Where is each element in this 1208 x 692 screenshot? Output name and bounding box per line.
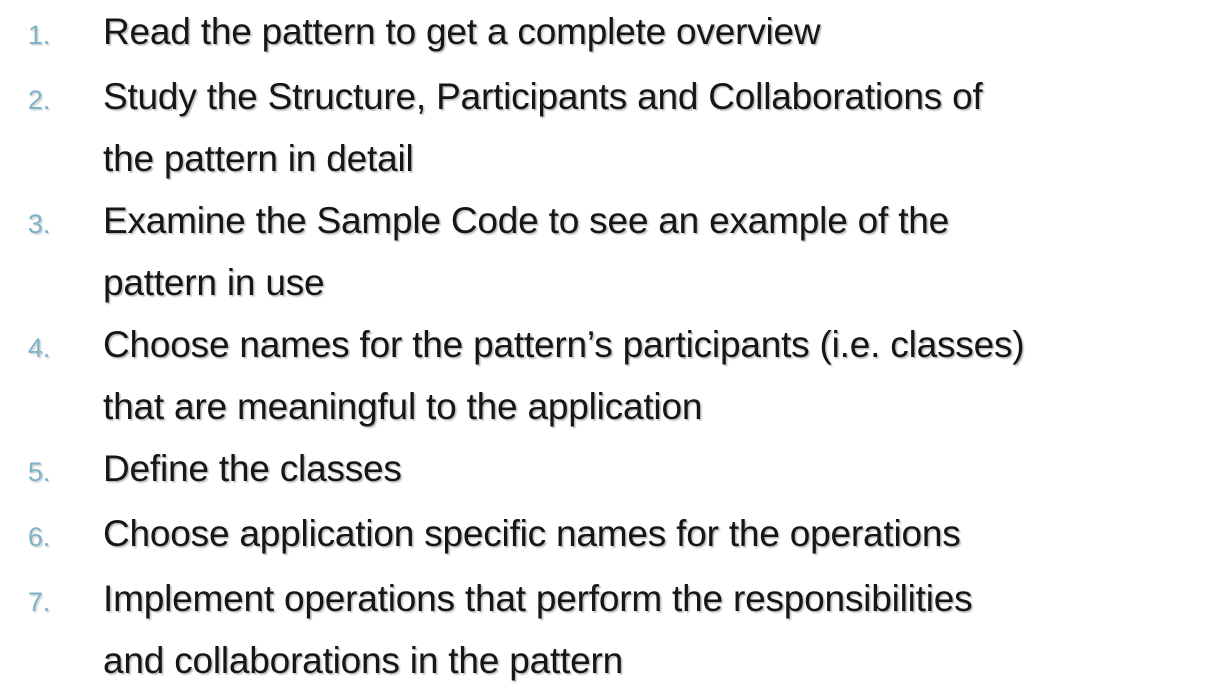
list-item-text: Choose names for the pattern’s participa…: [103, 324, 1025, 427]
list-item-1: 1. Read the pattern to get a complete ove…: [0, 1, 1208, 66]
list-item-number: 7.: [27, 587, 50, 617]
list-item-6: 6. Choose application specific names for …: [0, 503, 1208, 568]
list-item-number: 3.: [27, 209, 50, 239]
list-item-number: 5.: [27, 457, 50, 487]
list-item-number: 6.: [27, 522, 50, 552]
list-item-3: 3. Examine the Sample Code to see an exam…: [0, 190, 1208, 314]
list-item-2: 2. Study the Structure, Participants and …: [0, 66, 1208, 190]
list-item-7: 7. Implement operations that perform the …: [0, 568, 1208, 692]
list-item-number: 4.: [27, 333, 50, 363]
list-item-text: Read the pattern to get a complete overv…: [103, 11, 821, 52]
list-item-text: Study the Structure, Participants and Co…: [103, 76, 983, 179]
list-item-4: 4. Choose names for the pattern’s partici…: [0, 314, 1208, 438]
list-item-text: Implement operations that perform the re…: [103, 578, 973, 681]
list-item-text: Choose application specific names for th…: [103, 513, 961, 554]
list-item-text: Examine the Sample Code to see an exampl…: [103, 200, 950, 303]
list-item-5: 5. Define the classes: [0, 438, 1208, 503]
list-item-text: Define the classes: [103, 448, 402, 489]
list-item-number: 1.: [27, 20, 50, 50]
list-item-number: 2.: [27, 85, 50, 115]
